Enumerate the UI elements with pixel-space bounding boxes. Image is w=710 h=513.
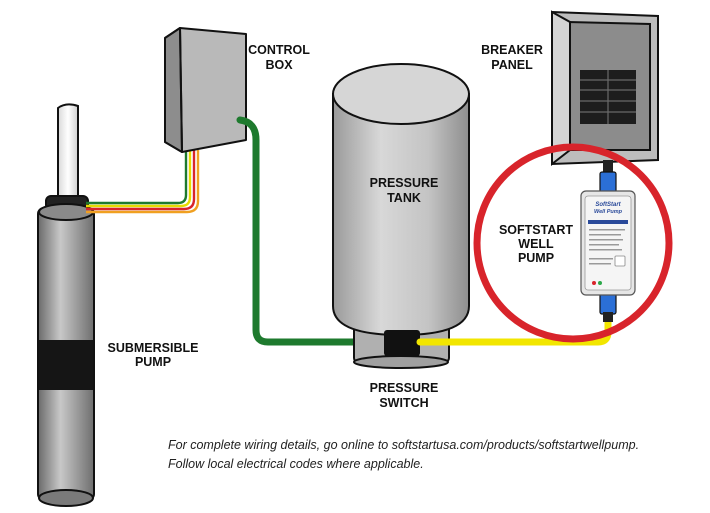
pressure-switch-label-1: PRESSURE: [370, 381, 439, 395]
pump-to-control-wire: [86, 150, 200, 214]
wiring-note: For complete wiring details, go online t…: [168, 438, 640, 452]
control-box-label-1: CONTROL: [248, 43, 310, 57]
softstart-label-1: SOFTSTART: [499, 223, 573, 237]
pressure-switch-label-2: SWITCH: [379, 396, 428, 410]
softstart-device: SoftStart Well Pump: [580, 160, 636, 322]
pump-pipe: [57, 103, 79, 199]
pressure-switch: [384, 330, 420, 356]
pressure-tank: [332, 63, 470, 369]
breaker-panel-label-1: BREAKER: [481, 43, 543, 57]
softstart-label-3: PUMP: [518, 251, 554, 265]
pressure-tank-label-2: TANK: [387, 191, 421, 205]
highlight-circle: [473, 143, 673, 343]
control-box-label-2: BOX: [265, 58, 293, 72]
breaker-panel-label-2: PANEL: [491, 58, 533, 72]
control-box: [164, 27, 247, 153]
green-wire: [236, 116, 388, 346]
submersible-pump: [37, 195, 95, 507]
codes-note: Follow local electrical codes where appl…: [168, 457, 424, 471]
pressure-tank-label-1: PRESSURE: [370, 176, 439, 190]
breaker-panel: [551, 10, 659, 167]
submersible-label-1: SUBMERSIBLE: [108, 341, 199, 355]
softstart-label-2: WELL: [518, 237, 554, 251]
device-brand: SoftStart: [595, 202, 621, 208]
device-model: Well Pump: [594, 209, 623, 215]
submersible-label-2: PUMP: [135, 355, 171, 369]
